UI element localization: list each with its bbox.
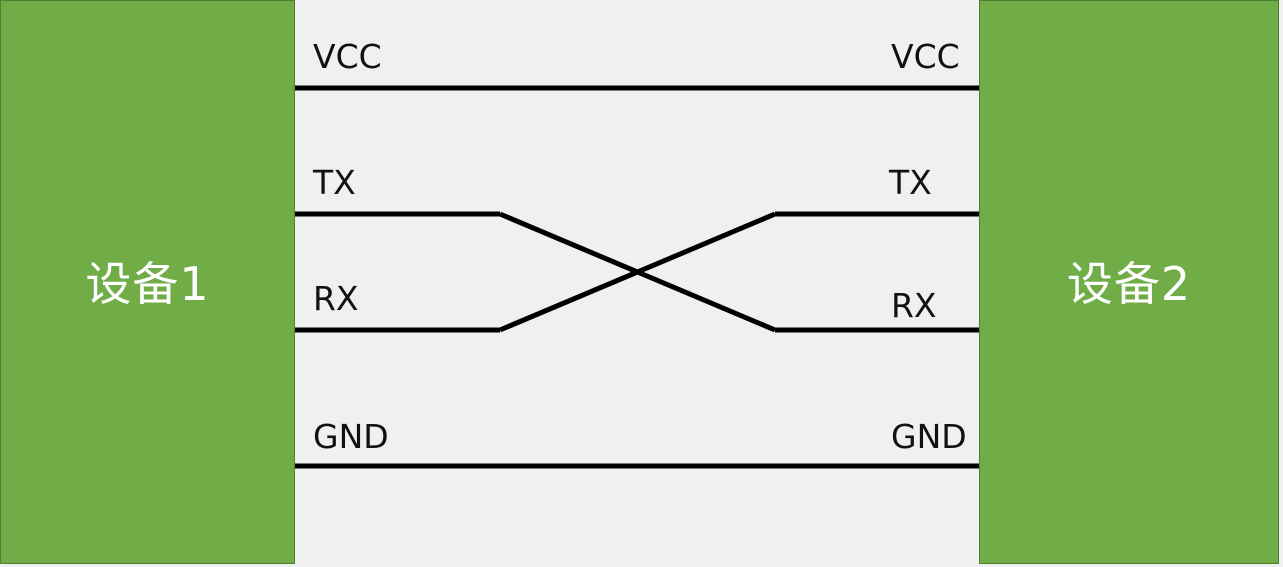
device-2-block: 设备2 — [979, 0, 1279, 564]
tx-to-rx-cross-wire — [499, 211, 776, 333]
left-pin-rx-label: RX — [313, 279, 359, 318]
right-pin-vcc-label: VCC — [891, 37, 960, 76]
left-pin-tx-label: TX — [313, 163, 356, 202]
left-pin-vcc-label: VCC — [313, 37, 382, 76]
device-2-label: 设备2 — [1066, 257, 1192, 311]
right-pin-tx-label: TX — [889, 163, 932, 202]
device-1-label: 设备1 — [85, 257, 210, 311]
right-pin-gnd-label: GND — [891, 417, 967, 456]
device-1-block: 设备1 — [0, 0, 295, 564]
rx-to-tx-cross-wire — [499, 211, 776, 333]
right-pin-rx-label: RX — [891, 286, 937, 325]
left-pin-gnd-label: GND — [313, 417, 389, 456]
